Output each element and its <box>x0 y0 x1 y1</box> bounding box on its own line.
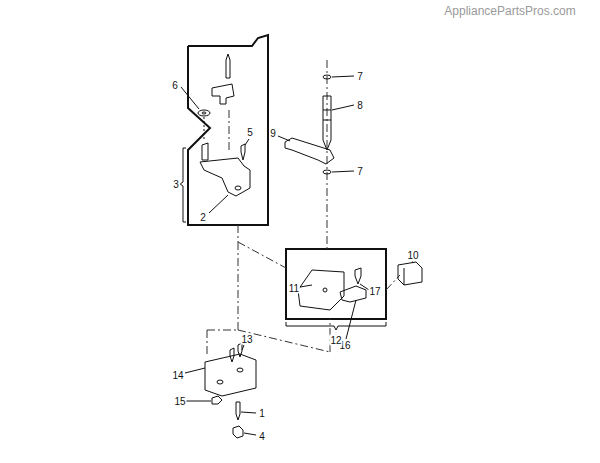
callout-number: 11 <box>288 283 300 294</box>
callout-number: 5 <box>246 127 254 138</box>
callout-number: 9 <box>269 128 277 139</box>
callout-number: 15 <box>173 396 186 407</box>
callout-number: 7 <box>356 71 364 82</box>
callout-number: 10 <box>406 250 419 261</box>
callout-number: 13 <box>240 334 253 345</box>
callout-number: 17 <box>368 286 381 297</box>
callout-number: 2 <box>199 212 207 223</box>
callout-number: 7 <box>356 166 364 177</box>
callout-number: 8 <box>356 100 364 111</box>
callout-number: 12 <box>329 335 342 346</box>
watermark: AppliancePartsPros.com <box>443 4 576 18</box>
callout-number: 1 <box>258 408 266 419</box>
callout-number: 6 <box>171 80 179 91</box>
callout-number: 4 <box>258 431 266 442</box>
callout-number: 14 <box>171 370 184 381</box>
callout-number: 3 <box>172 179 180 190</box>
